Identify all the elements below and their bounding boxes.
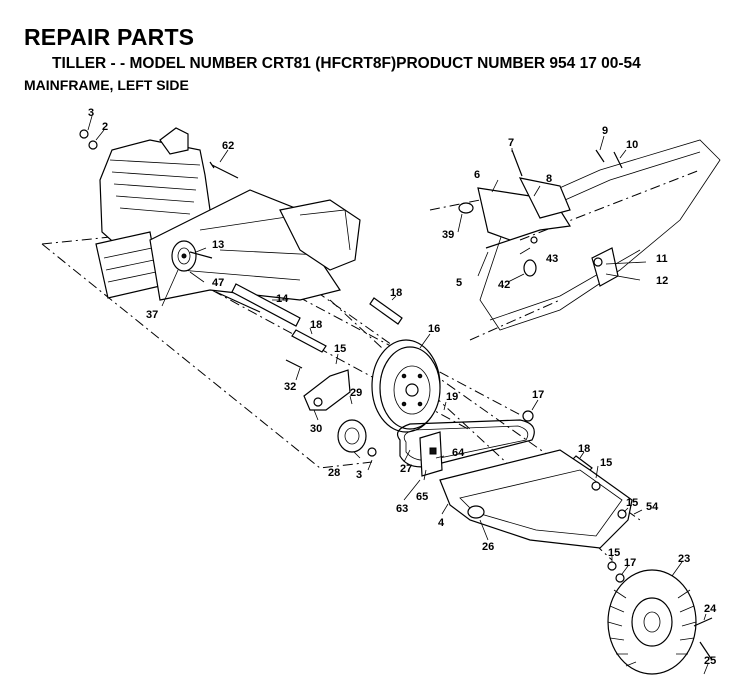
callout-17: 17 <box>624 557 636 569</box>
callout-47: 47 <box>212 277 224 289</box>
mainframe <box>149 189 361 301</box>
callout-9: 9 <box>602 125 608 137</box>
callout-18: 18 <box>578 443 590 455</box>
callout-65: 65 <box>416 491 428 503</box>
callout-13: 13 <box>212 239 224 251</box>
callout-18: 18 <box>310 319 322 331</box>
callout-62: 62 <box>222 140 234 152</box>
callout-6: 6 <box>474 169 480 181</box>
chain-case-cover <box>439 410 633 583</box>
callout-43: 43 <box>546 253 558 265</box>
callout-24: 24 <box>704 603 717 615</box>
callout-54: 54 <box>646 501 659 513</box>
callout-27: 27 <box>400 463 412 475</box>
callout-64: 64 <box>452 447 465 459</box>
drive-belt <box>397 419 535 468</box>
callout-37: 37 <box>146 309 158 321</box>
callout-15: 15 <box>334 343 346 355</box>
belt-guide <box>419 431 443 477</box>
rear-assembly <box>458 139 721 331</box>
model-subtitle: TILLER - - MODEL NUMBER CRT81 (HFCRT8F)P… <box>52 55 641 72</box>
callout-28: 28 <box>328 467 340 479</box>
callout-25: 25 <box>704 655 716 667</box>
callout-3: 3 <box>356 469 362 481</box>
callout-15: 15 <box>600 457 612 469</box>
callout-11: 11 <box>656 253 668 265</box>
bolts <box>79 129 303 369</box>
engine-pulley <box>171 240 197 272</box>
callout-8: 8 <box>546 173 552 185</box>
callout-63: 63 <box>396 503 408 515</box>
callout-29: 29 <box>350 387 362 399</box>
callout-18: 18 <box>390 287 402 299</box>
section-heading: MAINFRAME, LEFT SIDE <box>24 77 189 93</box>
wheel <box>607 569 713 675</box>
callout-32: 32 <box>284 381 296 393</box>
callout-labels: 3 2 62 13 47 37 14 18 18 16 15 32 29 30 … <box>88 107 717 667</box>
callout-2: 2 <box>102 121 108 133</box>
idler-assembly <box>303 369 377 457</box>
page-title: REPAIR PARTS <box>24 24 195 50</box>
callout-26: 26 <box>482 541 494 553</box>
callout-12: 12 <box>656 275 668 287</box>
callout-23: 23 <box>678 553 690 565</box>
callout-4: 4 <box>438 517 445 529</box>
engine <box>95 127 211 299</box>
callout-30: 30 <box>310 423 322 435</box>
callout-19: 19 <box>446 391 458 403</box>
callout-5: 5 <box>456 277 462 289</box>
leader-lines <box>87 115 709 675</box>
callout-39: 39 <box>442 229 454 241</box>
callout-15: 15 <box>626 497 638 509</box>
callout-7: 7 <box>508 137 514 149</box>
callout-10: 10 <box>626 139 638 151</box>
callout-3: 3 <box>88 107 94 119</box>
callout-42: 42 <box>498 279 510 291</box>
callout-14: 14 <box>276 293 289 305</box>
callout-15: 15 <box>608 547 620 559</box>
callout-16: 16 <box>428 323 440 335</box>
callout-17: 17 <box>532 389 544 401</box>
large-pulley <box>371 339 441 433</box>
